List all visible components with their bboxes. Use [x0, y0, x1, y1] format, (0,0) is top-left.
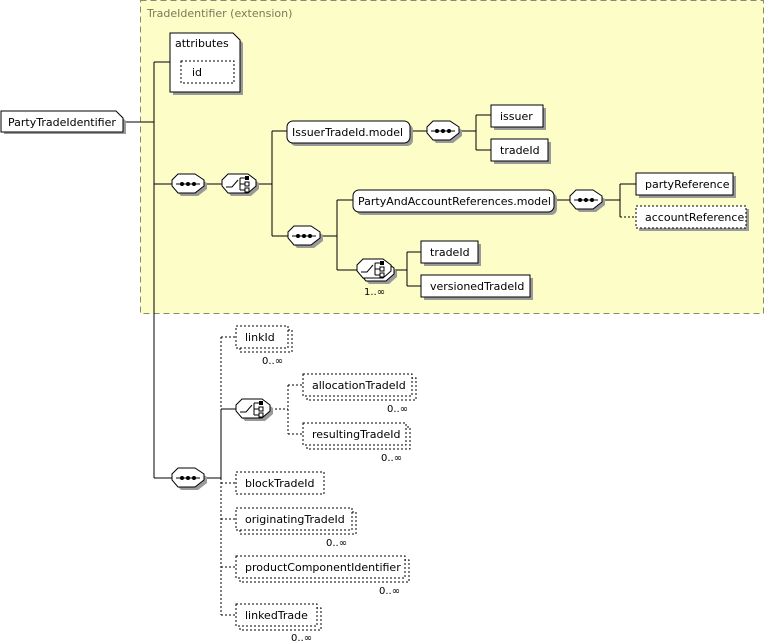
element-account-reference[interactable]: accountReference — [635, 205, 749, 231]
choice-compositor-1[interactable] — [221, 173, 259, 196]
attribute-id[interactable] — [180, 60, 235, 84]
element-block-trade-id[interactable]: blockTradeId — [235, 471, 325, 495]
element-product-component-identifier[interactable]: productComponentIdentifier 0..∞ — [235, 555, 410, 597]
element-account-reference-label: accountReference — [645, 211, 744, 224]
element-party-reference[interactable]: partyReference — [635, 172, 736, 198]
element-tradeid-issuer-label: tradeId — [500, 144, 540, 157]
sequence-compositor-3[interactable] — [171, 467, 207, 490]
issuer-trade-id-model[interactable]: IssuerTradeId.model — [286, 120, 413, 146]
choice-2-occurrence: 1..∞ — [364, 287, 385, 298]
sequence-compositor-2[interactable] — [287, 225, 323, 248]
root-element-label: PartyTradeIdentifier — [8, 116, 116, 129]
attributes-group[interactable]: attributes id — [169, 32, 243, 95]
attributes-title: attributes — [175, 37, 229, 50]
element-allocation-trade-id-label: allocationTradeId — [312, 379, 406, 392]
element-link-id-occurrence: 0..∞ — [262, 356, 283, 367]
element-link-id[interactable]: linkId 0..∞ — [235, 325, 293, 367]
element-link-id-label: linkId — [245, 331, 275, 344]
element-product-component-identifier-occurrence: 0..∞ — [379, 586, 400, 597]
element-issuer-label: issuer — [500, 110, 533, 123]
element-linked-trade[interactable]: linkedTrade 0..∞ — [235, 603, 322, 644]
element-versioned-trade-id[interactable]: versionedTradeId — [420, 274, 533, 300]
element-versioned-trade-id-label: versionedTradeId — [430, 280, 524, 293]
element-tradeid-choice[interactable]: tradeId — [420, 240, 481, 266]
element-resulting-trade-id-occurrence: 0..∞ — [381, 453, 402, 464]
element-allocation-trade-id-occurrence: 0..∞ — [387, 404, 408, 415]
element-block-trade-id-label: blockTradeId — [245, 477, 315, 490]
choice-compositor-3[interactable] — [235, 398, 273, 421]
element-issuer[interactable]: issuer — [490, 104, 546, 130]
element-linked-trade-label: linkedTrade — [245, 609, 308, 622]
element-product-component-identifier-label: productComponentIdentifier — [245, 561, 401, 574]
element-tradeid-issuer[interactable]: tradeId — [490, 138, 551, 164]
root-element[interactable]: PartyTradeIdentifier — [0, 110, 126, 134]
element-tradeid-choice-label: tradeId — [430, 246, 470, 259]
party-account-references-model[interactable]: PartyAndAccountReferences.model — [352, 189, 557, 215]
issuer-trade-id-model-label: IssuerTradeId.model — [292, 126, 403, 139]
element-resulting-trade-id[interactable]: resultingTradeId 0..∞ — [302, 422, 411, 464]
sequence-compositor-party[interactable] — [569, 189, 605, 212]
element-originating-trade-id-occurrence: 0..∞ — [326, 538, 347, 549]
element-originating-trade-id[interactable]: originatingTradeId 0..∞ — [235, 507, 357, 549]
element-party-reference-label: partyReference — [645, 178, 730, 191]
element-originating-trade-id-label: originatingTradeId — [245, 513, 345, 526]
extension-label: TradeIdentifier (extension) — [146, 7, 292, 20]
element-linked-trade-occurrence: 0..∞ — [291, 633, 312, 644]
attribute-id-label: id — [192, 66, 202, 79]
element-resulting-trade-id-label: resultingTradeId — [312, 428, 400, 441]
sequence-compositor-issuer[interactable] — [426, 120, 462, 143]
element-allocation-trade-id[interactable]: allocationTradeId 0..∞ — [302, 373, 417, 415]
party-account-references-model-label: PartyAndAccountReferences.model — [358, 195, 551, 208]
choice-compositor-2[interactable] — [356, 258, 397, 284]
sequence-compositor-1[interactable] — [171, 173, 207, 196]
